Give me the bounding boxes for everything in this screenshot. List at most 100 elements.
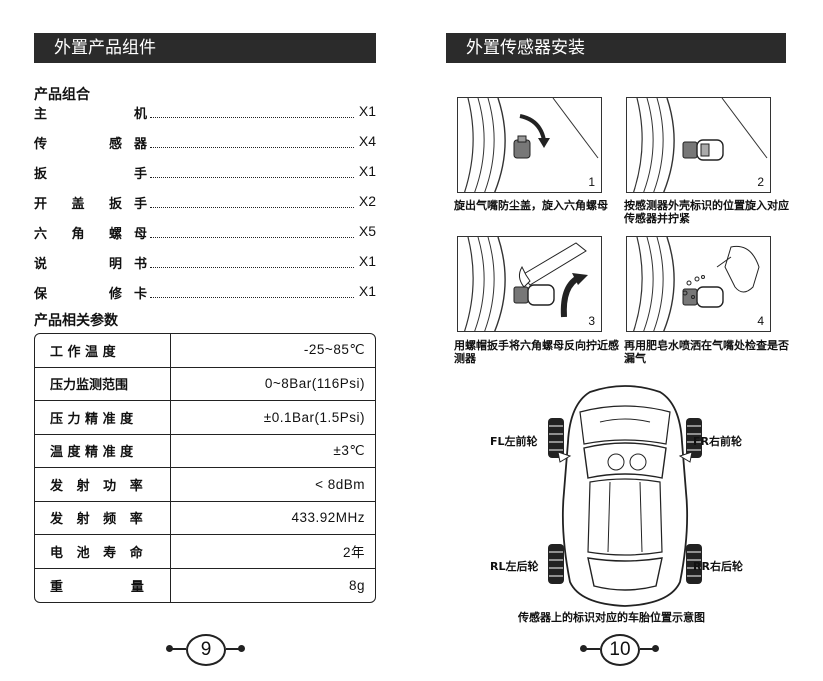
combo-item-char: 六 [34, 227, 48, 242]
combo-item-qty: X1 [358, 283, 376, 299]
combo-item-char: 开 [34, 197, 48, 212]
combo-item-char: 手 [134, 197, 148, 212]
param-value: < 8dBm [315, 476, 365, 492]
combo-item-qty: X1 [358, 103, 376, 119]
param-value: -25~85℃ [303, 342, 365, 358]
combo-item-qty: X1 [358, 253, 376, 269]
combo-item: 六 角 螺母 X5 [34, 223, 376, 253]
param-row: 压力监测范围 0~8Bar(116Psi) [35, 367, 375, 401]
combo-item: 开 盖 扳手 X2 [34, 193, 376, 223]
combo-item-name: 保修 [34, 283, 122, 302]
param-label: 温 度 精 准 度 [35, 434, 171, 467]
param-value: 8g [348, 577, 365, 593]
step-4-caption: 再用肥皂水喷洒在气嘴处检查是否漏气 [624, 339, 789, 365]
combo-item-char: 卡 [134, 287, 148, 302]
param-value: ±3℃ [333, 442, 365, 458]
combo-item-leader [150, 103, 354, 118]
combo-item-leader [150, 283, 354, 298]
combo-item-qty: X2 [358, 193, 376, 209]
param-value: 0~8Bar(116Psi) [264, 376, 365, 392]
product-params-title: 产品相关参数 [34, 313, 118, 329]
param-value: ±0.1Bar(1.5Psi) [263, 409, 365, 425]
combo-item-char: 明 [108, 257, 122, 272]
combo-item-qty: X4 [358, 133, 376, 149]
combo-item-leader [150, 223, 354, 238]
combo-item-qty: X1 [358, 163, 376, 179]
combo-item-char: 感 [108, 137, 122, 152]
param-label: 压 力 精 准 度 [35, 401, 171, 434]
step-3-caption: 用螺帽扳手将六角螺母反向拧近感测器 [454, 339, 619, 365]
combo-item-char: 修 [108, 287, 122, 302]
step-4-number: 4 [757, 314, 764, 328]
combo-item-char: 螺 [108, 227, 122, 242]
param-row: 压 力 精 准 度 ±0.1Bar(1.5Psi) [35, 401, 375, 435]
combo-item-name: 六角螺 [34, 223, 122, 242]
product-combo-title: 产品组合 [34, 87, 90, 103]
combo-item-leader [150, 193, 354, 208]
step-4-illustration: 4 [626, 236, 771, 332]
combo-item-char: 角 [71, 227, 85, 242]
combo-item-name: 扳 [34, 163, 48, 182]
combo-item-char: 主 [34, 107, 48, 122]
step-3-illustration: 3 [457, 236, 602, 332]
combo-item-name: 说明 [34, 253, 122, 272]
combo-item-char: 保 [34, 287, 48, 302]
step-2-illustration: 2 [626, 97, 771, 193]
combo-item-leader [150, 133, 354, 148]
left-page-banner: 外置产品组件 [34, 33, 376, 63]
combo-item-leader [150, 163, 354, 178]
wheel-label-fl: FL左前轮 [490, 435, 538, 448]
param-label: 工 作 温 度 [35, 334, 171, 367]
combo-item-qty: X5 [358, 223, 376, 239]
combo-item-char: 盖 [71, 197, 85, 212]
step-1-number: 1 [588, 175, 595, 189]
combo-item-name: 传感 [34, 133, 122, 152]
page-number-left-text: 9 [186, 634, 226, 666]
diagram-caption: 传感器上的标识对应的车胎位置示意图 [518, 611, 705, 624]
step-3-number: 3 [588, 314, 595, 328]
param-label: 发 射 频 率 [35, 501, 171, 534]
param-label: 压力监测范围 [35, 367, 171, 400]
combo-item: 扳 手 X1 [34, 163, 376, 193]
param-row: 重 量 8g [35, 568, 375, 602]
combo-item-char: 书 [134, 257, 148, 272]
step-1-caption: 旋出气嘴防尘盖，旋入六角螺母 [454, 199, 608, 212]
combo-item-char: 扳 [34, 167, 48, 182]
combo-item-name: 主 [34, 103, 48, 122]
combo-item: 主 机 X1 [34, 103, 376, 133]
combo-item-char: 说 [34, 257, 48, 272]
right-page-banner: 外置传感器安装 [446, 33, 786, 63]
step-2-number: 2 [757, 175, 764, 189]
wheel-label-fr: FR右前轮 [693, 435, 742, 448]
combo-item-char: 器 [134, 137, 148, 152]
wheel-label-rl: RL左后轮 [490, 560, 539, 573]
product-params-table: 工 作 温 度 -25~85℃ 压力监测范围 0~8Bar(116Psi) 压 力 精 … [34, 333, 376, 603]
param-label: 重 量 [35, 568, 171, 602]
param-label: 发 射 功 率 [35, 468, 171, 501]
combo-item-char: 传 [34, 137, 48, 152]
step-1-illustration: 1 [457, 97, 602, 193]
combo-item-char: 扳 [108, 197, 122, 212]
combo-item-char: 手 [134, 167, 148, 182]
car-top-view-diagram [540, 382, 710, 610]
param-row: 发 射 功 率 < 8dBm [35, 468, 375, 502]
combo-item-char: 母 [134, 227, 148, 242]
page-number-right: 10 [580, 632, 660, 666]
param-value: 433.92MHz [291, 510, 365, 526]
combo-item-name: 开盖扳 [34, 193, 122, 212]
page-number-left: 9 [166, 632, 246, 666]
step-2-caption: 按感测器外壳标识的位置旋入对应传感器并拧紧 [624, 199, 789, 225]
param-row: 发 射 频 率 433.92MHz [35, 501, 375, 535]
wheel-label-rr: RR右后轮 [693, 560, 743, 573]
param-row: 工 作 温 度 -25~85℃ [35, 334, 375, 368]
page-number-right-text: 10 [600, 634, 640, 666]
param-label: 电 池 寿 命 [35, 535, 171, 568]
combo-item-char: 机 [134, 107, 148, 122]
param-row: 温 度 精 准 度 ±3℃ [35, 434, 375, 468]
combo-item-leader [150, 253, 354, 268]
